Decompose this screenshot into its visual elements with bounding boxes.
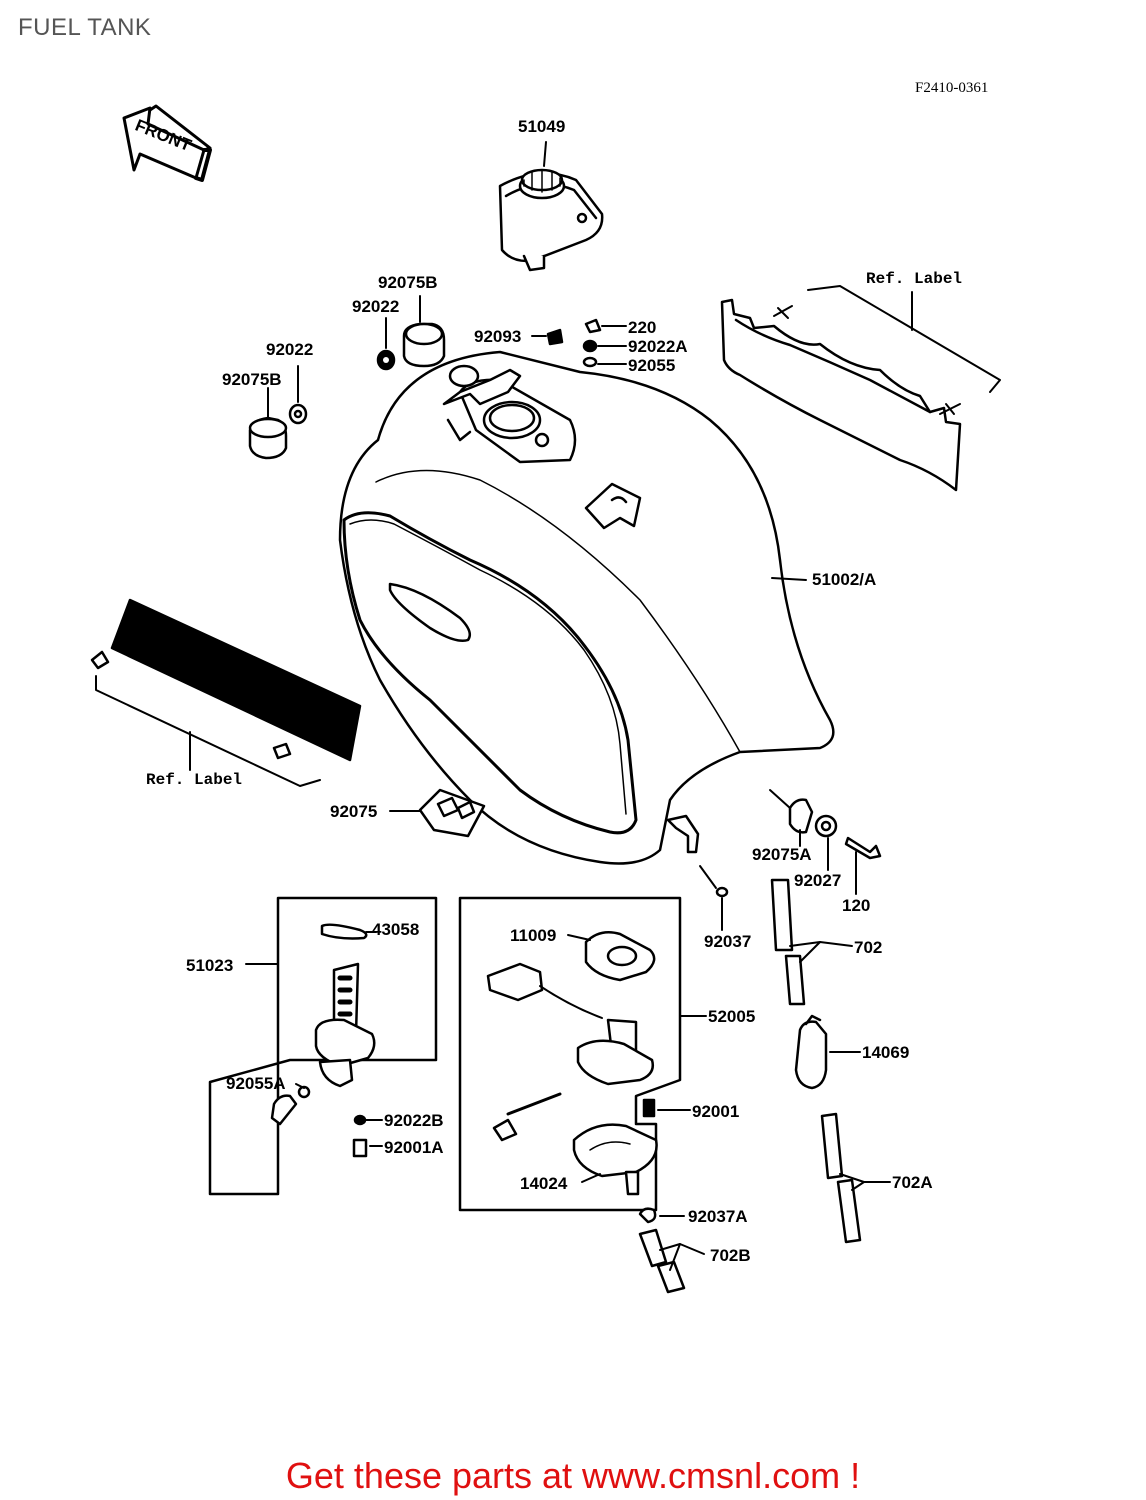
part-label-92022-upper: 92022 — [352, 297, 399, 316]
ref-label-left-text: Ref. Label — [146, 771, 242, 789]
part-label-51002a: 51002/A — [812, 570, 876, 589]
part-label-92027: 92027 — [794, 871, 841, 890]
part-label-92022a: 92022A — [628, 337, 688, 356]
figure-code: F2410-0361 — [915, 80, 989, 96]
fuel-tank — [338, 350, 835, 865]
part-label-702a: 702A — [892, 1173, 933, 1192]
part-label-702b: 702B — [710, 1246, 751, 1265]
part-label-14024: 14024 — [520, 1174, 568, 1193]
part-label-51023: 51023 — [186, 956, 233, 975]
ref-label-top-text: Ref. Label — [866, 270, 962, 288]
part-label-92037a: 92037A — [688, 1207, 748, 1226]
part-label-51049: 51049 — [518, 117, 565, 136]
part-label-92075b-upper: 92075B — [378, 273, 438, 292]
part-label-92001a: 92001A — [384, 1138, 444, 1157]
part-label-92075: 92075 — [330, 802, 377, 821]
part-label-92055: 92055 — [628, 356, 675, 375]
part-label-92022b: 92022B — [384, 1111, 444, 1130]
part-label-92075a: 92075A — [752, 845, 812, 864]
part-label-14069: 14069 — [862, 1043, 909, 1062]
rubber-pad — [389, 788, 486, 838]
rear-mount-fasteners — [769, 789, 882, 895]
fuel-hose-702b — [638, 1207, 705, 1294]
page-title: FUEL TANK — [18, 14, 152, 41]
fuel-hose-702 — [699, 865, 853, 1006]
part-label-92037: 92037 — [704, 932, 751, 951]
fuel-cock-assembly — [208, 896, 438, 1196]
part-label-52005: 52005 — [708, 1007, 755, 1026]
part-label-92022-left: 92022 — [266, 340, 313, 359]
part-label-702: 702 — [854, 938, 882, 957]
part-label-120: 120 — [842, 896, 870, 915]
part-label-92001: 92001 — [692, 1102, 739, 1121]
part-label-92055a: 92055A — [226, 1074, 286, 1093]
fuel-hose-702a — [820, 1112, 891, 1244]
kawasaki-decal: Kawasaki Ref. Label — [90, 561, 362, 789]
fuel-pump-assembly — [458, 896, 707, 1212]
part-label-11009: 11009 — [510, 926, 556, 945]
part-label-220: 220 — [628, 318, 656, 337]
ref-label-plate-top: Ref. Label — [720, 270, 1001, 492]
exploded-parts-diagram: FRONT Ref. Label — [90, 104, 1001, 1294]
part-label-92093: 92093 — [474, 327, 521, 346]
part-label-92075b-left: 92075B — [222, 370, 282, 389]
top-fasteners — [248, 295, 627, 460]
fuel-cap — [498, 141, 604, 272]
fuel-filter — [794, 1014, 861, 1090]
part-number-labels: 51049 92075B 92022 92022 92075B 92093 22… — [186, 117, 933, 1265]
part-label-43058: 43058 — [372, 920, 419, 939]
promo-link[interactable]: Get these parts at www.cmsnl.com ! — [285, 1455, 861, 1496]
front-arrow-icon: FRONT — [122, 104, 212, 182]
